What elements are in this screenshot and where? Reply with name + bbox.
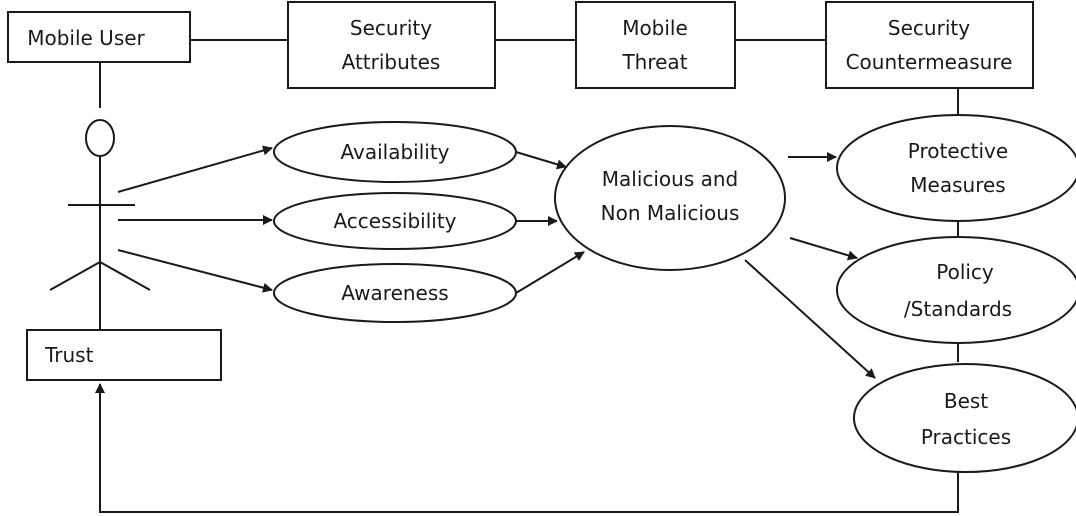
- availability-label: Availability: [340, 140, 449, 164]
- security-countermeasure-label-line2: Countermeasure: [846, 50, 1013, 74]
- arrow-user-availability: [117, 145, 273, 193]
- trust-label: Trust: [44, 343, 94, 367]
- mobile-threat-label-line2: Threat: [621, 50, 687, 74]
- awareness-label: Awareness: [341, 281, 448, 305]
- arrow-awareness-threat: [515, 251, 585, 294]
- arrow-availability-threat: [515, 151, 567, 170]
- actor-icon: [49, 62, 151, 330]
- best-practices-label-line2: Practices: [921, 425, 1011, 449]
- threat-node: [554, 125, 786, 271]
- policy-standards-label-line2: /Standards: [904, 297, 1012, 321]
- arrow-user-awareness: [117, 249, 273, 293]
- protective-measures-label-line1: Protective: [908, 139, 1008, 163]
- security-attributes-box: [287, 1, 496, 89]
- accessibility-label: Accessibility: [333, 209, 456, 233]
- security-countermeasure-box: [825, 1, 1034, 89]
- protective-measures-label-line2: Measures: [910, 173, 1005, 197]
- mobile-user-box: [7, 11, 191, 63]
- security-countermeasure-label-line1: Security: [888, 16, 970, 40]
- policy-standards-node: [836, 236, 1076, 344]
- trust-box: [26, 329, 222, 381]
- arrow-threat-policy: [789, 237, 858, 261]
- mobile-threat-box: [575, 1, 736, 89]
- arrow-threat-best-practices: [744, 259, 876, 379]
- mobile-threat-label-line1: Mobile: [622, 16, 688, 40]
- mobile-user-label: Mobile User: [27, 26, 145, 50]
- threat-label-line1: Malicious and: [602, 167, 739, 191]
- best-practices-label-line1: Best: [944, 389, 988, 413]
- feedback-arrow-to-trust: [95, 383, 959, 513]
- threat-label-line2: Non Malicious: [601, 201, 740, 225]
- policy-standards-label-line1: Policy: [936, 260, 994, 284]
- security-attributes-label-line1: Security: [350, 16, 432, 40]
- best-practices-node: [853, 363, 1076, 473]
- security-attributes-label-line2: Attributes: [342, 50, 441, 74]
- protective-measures-node: [836, 114, 1076, 222]
